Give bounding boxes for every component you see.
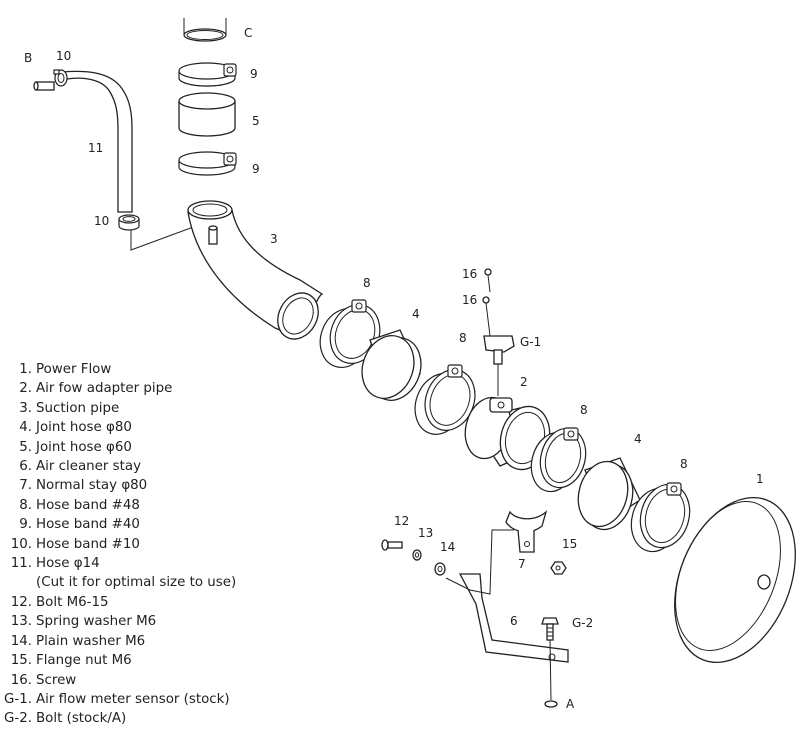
callout-9-b: 9 <box>252 162 260 176</box>
parts-list-item: 11.Hose φ14 <box>10 556 100 572</box>
callout-4-a: 4 <box>412 307 420 321</box>
part-b-nipple <box>33 81 55 91</box>
parts-list-item: 3.Suction pipe <box>19 400 120 416</box>
connection-label-b: B <box>24 51 32 65</box>
parts-list-item: 4.Joint hose φ80 <box>19 420 132 436</box>
connection-label-c: C <box>244 26 252 40</box>
parts-list-item: G-1.Air flow meter sensor (stock) <box>4 691 230 707</box>
callout-4-b: 4 <box>634 432 642 446</box>
connection-label-a: A <box>566 697 575 711</box>
hose-band-9-lower <box>178 151 237 176</box>
hose-band-10-lower <box>118 214 140 231</box>
joint-hose-4-a <box>361 329 422 402</box>
spring-washer-13 <box>412 549 422 561</box>
hose-band-8-d <box>630 482 691 553</box>
callout-9-a: 9 <box>250 67 258 81</box>
parts-list-item: 15.Flange nut M6 <box>10 653 132 669</box>
callout-16-a: 16 <box>462 267 477 281</box>
joint-hose-4-b <box>577 457 641 531</box>
callout-1: 1 <box>756 472 764 486</box>
normal-stay-7 <box>505 510 548 553</box>
part-a-mount-hole <box>544 700 558 708</box>
callout-10-b: 10 <box>94 214 109 228</box>
callout-7: 7 <box>518 557 526 571</box>
bolt-g2 <box>541 617 559 701</box>
callout-8-c: 8 <box>580 403 588 417</box>
callout-2: 2 <box>520 375 528 389</box>
suction-pipe-3 <box>187 200 324 340</box>
hose-band-9-upper <box>178 62 237 87</box>
callout-g2: G-2 <box>572 616 593 630</box>
parts-list-item: 7.Normal stay φ80 <box>19 478 148 494</box>
hose-band-8-c <box>530 427 587 493</box>
plain-washer-14 <box>434 562 446 576</box>
air-flow-meter-sensor-g1 <box>483 335 515 396</box>
parts-list-item: 13.Spring washer M6 <box>10 614 157 630</box>
screw-16-lower <box>482 296 491 337</box>
hose-band-10-upper <box>53 69 68 87</box>
adapter-pipe-2 <box>464 396 551 471</box>
screw-16-upper <box>484 268 492 293</box>
parts-list-item: 10.Hose band #10 <box>10 536 140 552</box>
parts-list-item: 14.Plain washer M6 <box>10 633 146 649</box>
callout-14: 14 <box>440 540 455 554</box>
power-flow-filter-1 <box>674 496 796 664</box>
callout-11: 11 <box>88 141 103 155</box>
callout-15: 15 <box>562 537 577 551</box>
hose-11 <box>61 70 133 213</box>
callout-8-d: 8 <box>680 457 688 471</box>
bolt-12 <box>381 539 403 551</box>
callout-5: 5 <box>252 114 260 128</box>
parts-list-item: 1.Power Flow <box>19 362 112 377</box>
flange-nut-15 <box>550 561 567 575</box>
callout-12: 12 <box>394 514 409 528</box>
hose-band-8-b <box>414 364 476 435</box>
parts-list-item: 8.Hose band #48 <box>19 497 140 513</box>
callout-6: 6 <box>510 614 518 628</box>
parts-list-item: 16.Screw <box>10 672 77 688</box>
callout-13: 13 <box>418 526 433 540</box>
parts-list-item: G-2.Bolt (stock/A) <box>4 711 127 727</box>
callout-3: 3 <box>270 232 278 246</box>
part-c-pipe-end <box>183 18 227 42</box>
hose-band-8-a <box>319 299 381 368</box>
parts-list-note: (Cut it for optimal size to use) <box>36 575 237 591</box>
parts-list-item: 5.Joint hose φ60 <box>19 439 132 455</box>
parts-list-item: 9.Hose band #40 <box>19 517 140 533</box>
joint-hose-5 <box>178 92 236 137</box>
air-cleaner-stay-6 <box>458 573 569 663</box>
leader-stay-bolt-path <box>445 529 514 595</box>
callout-8-a: 8 <box>363 276 371 290</box>
parts-list-item: 2.Air fow adapter pipe <box>19 381 173 397</box>
callout-16-b: 16 <box>462 293 477 307</box>
callout-8-b: 8 <box>459 331 467 345</box>
parts-list-item: 12.Bolt M6-15 <box>10 594 109 610</box>
callout-10-a: 10 <box>56 49 71 63</box>
parts-list: 1.Power Flow 2.Air fow adapter pipe 3.Su… <box>0 360 300 729</box>
parts-list-item: 6.Air cleaner stay <box>19 459 142 475</box>
callout-g1: G-1 <box>520 335 541 349</box>
